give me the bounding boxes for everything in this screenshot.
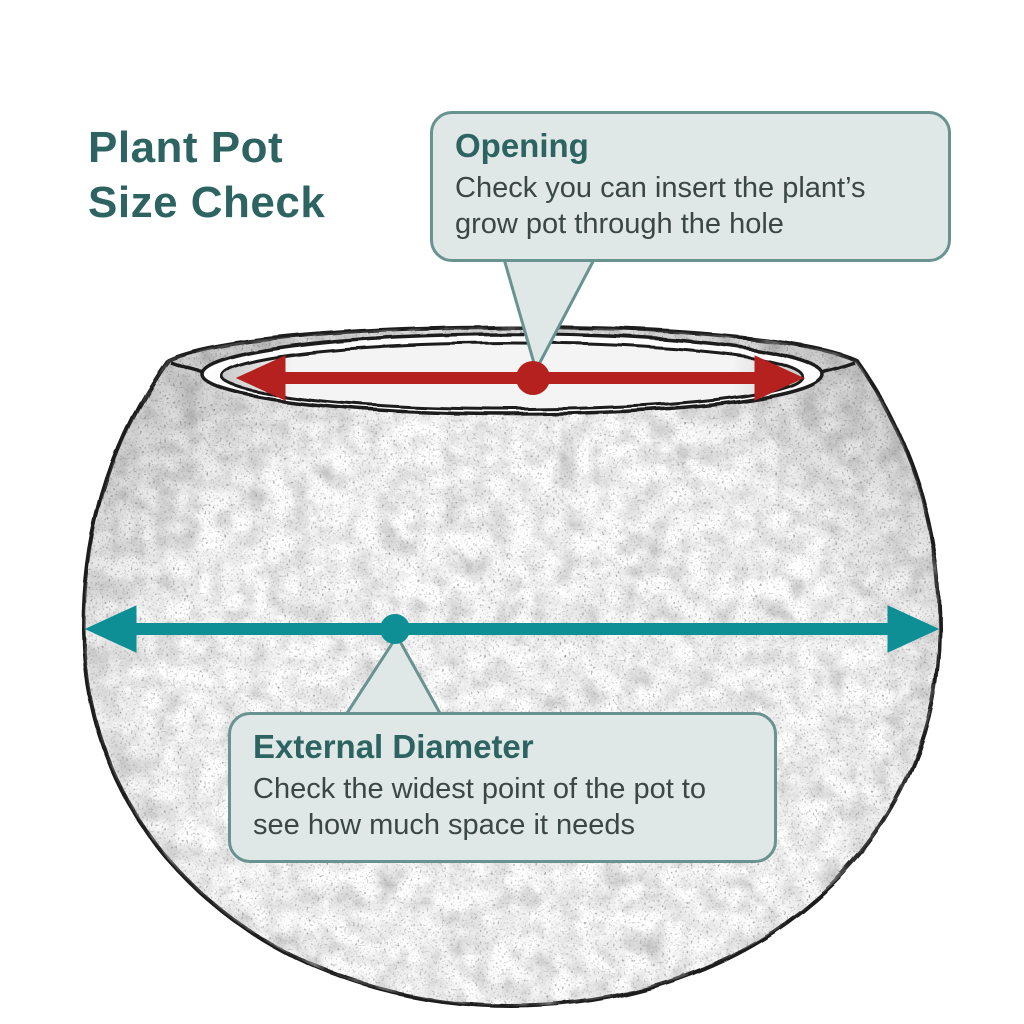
diameter-marker-dot — [380, 614, 410, 644]
opening-arrow-left-head — [235, 355, 286, 401]
page-title-line-1: Plant Pot — [88, 123, 284, 172]
page-title: Plant Pot Size Check — [88, 120, 325, 230]
diameter-arrow-left-head — [84, 605, 137, 653]
opening-arrow-right-head — [754, 355, 805, 401]
page-title-line-2: Size Check — [88, 178, 326, 227]
external-diameter-callout-text: Check the widest point of the pot to see… — [253, 772, 706, 842]
diameter-arrow — [84, 605, 940, 653]
opening-callout: Opening Check you can insert the plant’s… — [430, 111, 951, 262]
opening-callout-title: Opening — [455, 127, 589, 164]
external-diameter-callout: External Diameter Check the widest point… — [228, 712, 777, 863]
opening-callout-text: Check you can insert the plant’s grow po… — [455, 171, 866, 241]
diameter-arrow-right-head — [887, 605, 940, 653]
opening-marker-dot — [516, 361, 550, 395]
pot-illustration — [81, 325, 943, 1009]
external-diameter-callout-title: External Diameter — [253, 728, 534, 765]
